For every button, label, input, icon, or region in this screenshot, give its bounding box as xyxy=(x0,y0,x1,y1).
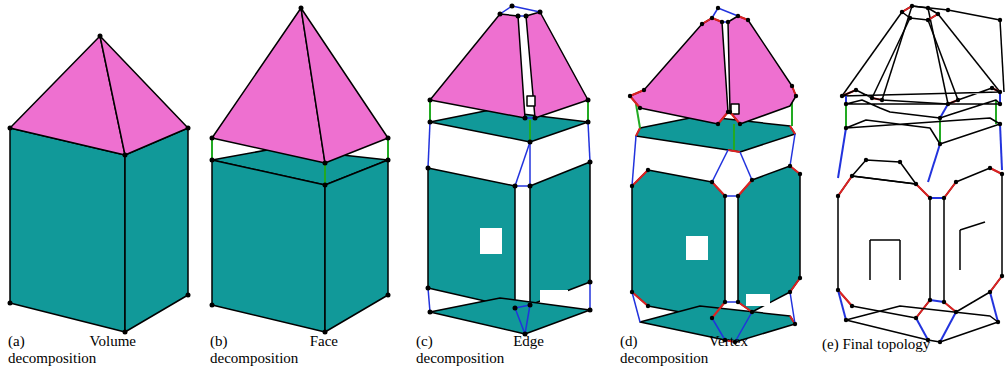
panel-e xyxy=(836,4,1004,344)
subfigure-caption: (d) Vertex decomposition xyxy=(620,333,748,367)
subfigure-caption: (c) Edge decomposition xyxy=(416,333,544,367)
panel-a xyxy=(8,34,191,335)
panel-d xyxy=(628,6,802,344)
subfigure-caption: (b) Face decomposition xyxy=(210,333,338,367)
panel-b xyxy=(210,6,391,335)
subfigure-caption: (a) Volume decomposition xyxy=(8,333,136,367)
subfigure-caption: (e) Final topology xyxy=(822,336,1004,353)
panel-c xyxy=(426,4,593,337)
